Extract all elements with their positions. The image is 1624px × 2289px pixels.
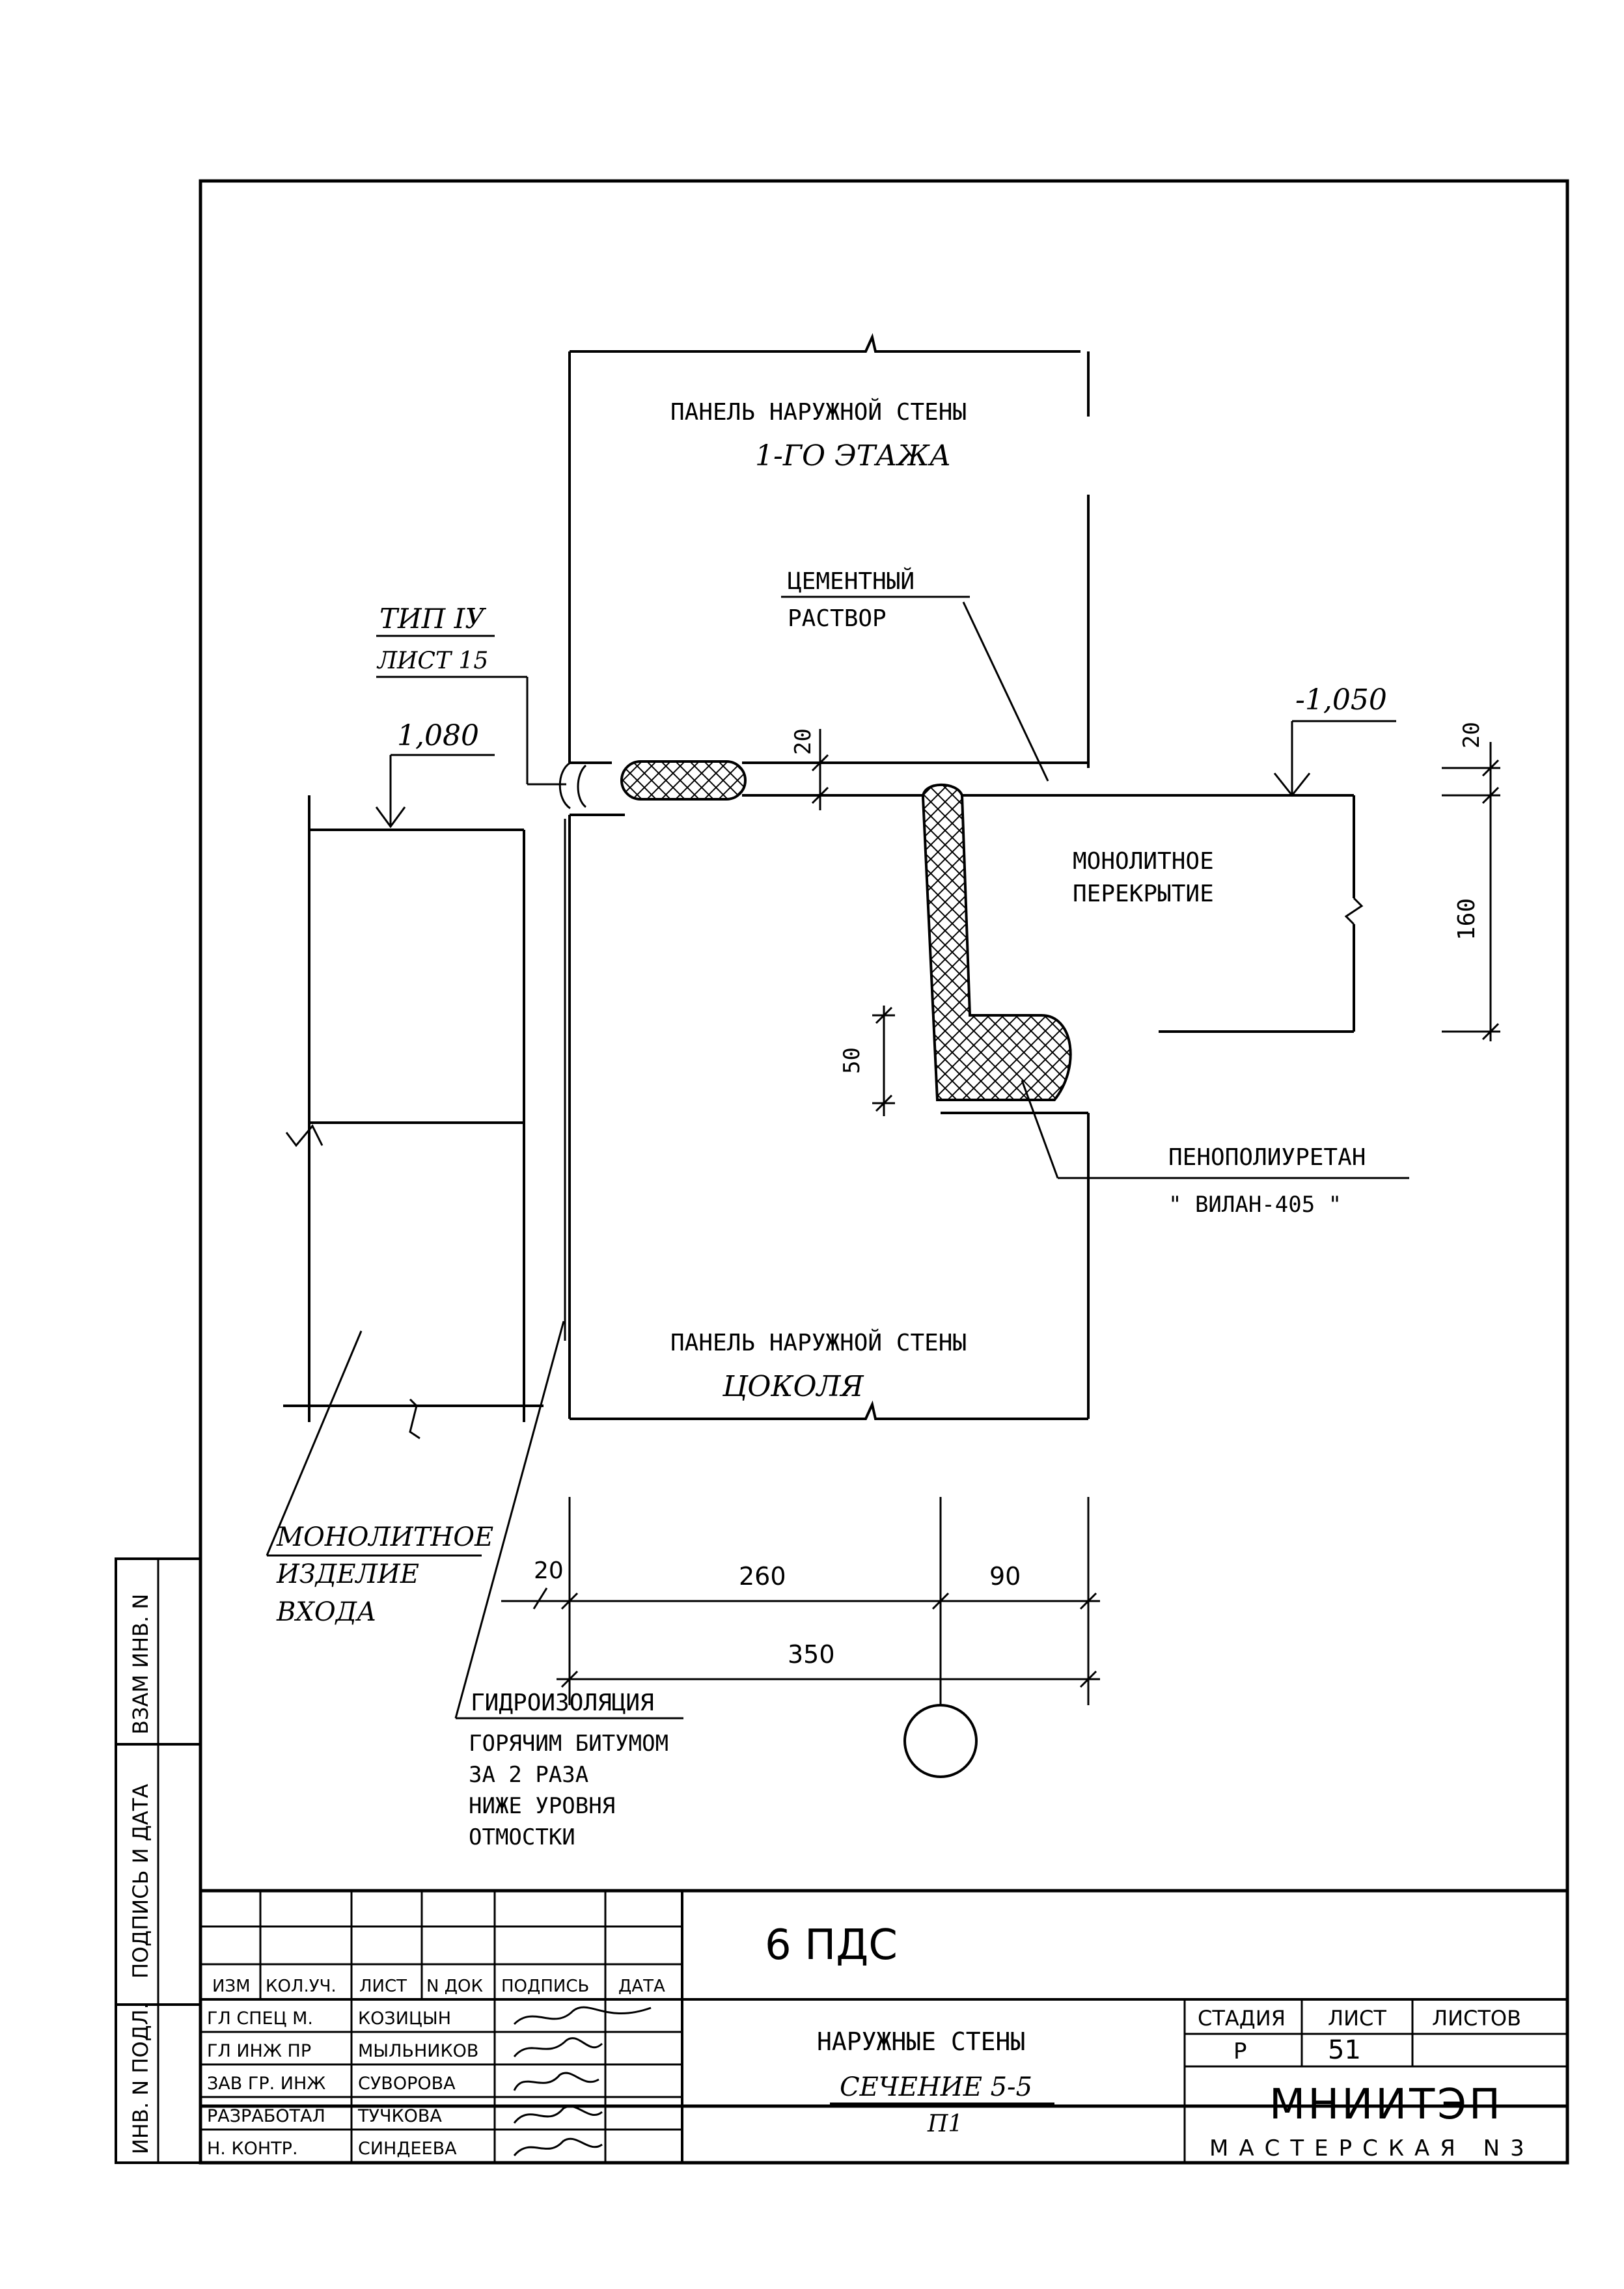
level-left: 1,080 xyxy=(397,719,479,752)
type-ref-label: ТИП IУ xyxy=(379,603,486,635)
level-right: -1,050 xyxy=(1295,683,1387,717)
col-list: ЛИСТ xyxy=(359,1977,407,1996)
sheet-title-3: П1 xyxy=(927,2111,963,2137)
col-data: ДАТА xyxy=(618,1977,665,1996)
panel-upper-label: ПАНЕЛЬ НАРУЖНОЙ СТЕНЫ xyxy=(670,398,967,426)
staff-role: РАЗРАБОТАЛ xyxy=(207,2106,325,2126)
slab-label-1: МОНОЛИТНОЕ xyxy=(1073,848,1214,875)
upper-wall-panel xyxy=(568,333,1090,768)
stamp-vzam-inv: ВЗАМ ИНВ. N xyxy=(128,1594,153,1734)
stamp-inv-podl: ИНВ. N ПОДЛ. xyxy=(128,2003,153,2154)
dim-20: 20 xyxy=(534,1557,564,1584)
dim-gap-top: 20 xyxy=(790,728,816,755)
dim-260: 260 xyxy=(739,1562,786,1591)
entrance-label-3: ВХОДА xyxy=(276,1597,376,1627)
panel-lower-label: ПАНЕЛЬ НАРУЖНОЙ СТЕНЫ xyxy=(670,1329,967,1356)
col-podpis: ПОДПИСЬ xyxy=(501,1977,589,1996)
staff-name: СИНДЕЕВА xyxy=(358,2139,457,2159)
side-stamp-column xyxy=(115,1557,202,2164)
entrance-label-2: ИЗДЕЛИЕ xyxy=(276,1559,419,1589)
sheet-title-1: НАРУЖНЫЕ СТЕНЫ xyxy=(817,2027,1025,2056)
waterproof-label-3: ЗА 2 РАЗА xyxy=(469,1762,588,1788)
sheets-label: ЛИСТОВ xyxy=(1432,2006,1521,2031)
col-izm: ИЗМ xyxy=(212,1977,251,1996)
foam-label-1: ПЕНОПОЛИУРЕТАН xyxy=(1168,1144,1366,1171)
dim-gap-right: 20 xyxy=(1459,722,1485,748)
entrance-unit xyxy=(283,795,544,1440)
monolithic-slab xyxy=(962,794,1364,1033)
type-ref-sheet-label: ЛИСТ 15 xyxy=(376,648,488,674)
sealant-bead xyxy=(620,760,747,801)
panel-upper-floor-label: 1-ГО ЭТАЖА xyxy=(755,439,951,473)
slab-label-2: ПЕРЕКРЫТИЕ xyxy=(1073,881,1214,907)
organization: МНИИТЭП xyxy=(1269,2081,1503,2129)
dim-350: 350 xyxy=(788,1640,835,1669)
col-n-dok: N ДОК xyxy=(426,1977,483,1996)
sheet-title-2: СЕЧЕНИЕ 5-5 xyxy=(840,2072,1032,2102)
title-block xyxy=(199,1889,1569,2165)
stamp-signature-date: ПОДПИСЬ И ДАТА xyxy=(128,1784,153,1979)
mortar-label-1: ЦЕМЕНТНЫЙ xyxy=(788,568,915,595)
staff-name: ТУЧКОВА xyxy=(357,2106,442,2126)
waterproof-label-4: НИЖЕ УРОВНЯ xyxy=(469,1793,615,1819)
waterproof-label-5: ОТМОСТКИ xyxy=(469,1824,575,1850)
sheet-label: ЛИСТ xyxy=(1328,2006,1386,2031)
project-code: 6 ПДС xyxy=(765,1921,898,1969)
staff-role: ГЛ СПЕЦ М. xyxy=(207,2008,313,2029)
sheet-frame xyxy=(199,179,1569,2108)
signatures xyxy=(513,2006,652,2156)
staff-role: Н. КОНТР. xyxy=(207,2139,298,2159)
foam-insulation xyxy=(921,783,1072,1101)
mortar-label-2: РАСТВОР xyxy=(788,605,887,632)
staff-name: СУВОРОВА xyxy=(358,2074,456,2094)
waterproof-label-2: ГОРЯЧИМ БИТУМОМ xyxy=(469,1731,668,1757)
dimension-chain xyxy=(501,1497,1100,1705)
col-kol-uch: КОЛ.УЧ. xyxy=(266,1977,337,1996)
staff-role: ГЛ ИНЖ ПР xyxy=(207,2041,311,2061)
waterproof-label-1: ГИДРОИЗОЛЯЦИЯ xyxy=(471,1690,654,1716)
dim-slab-height: 160 xyxy=(1453,898,1480,940)
lower-wall-panel xyxy=(568,794,1090,1420)
panel-lower-plinth-label: ЦОКОЛЯ xyxy=(722,1370,864,1403)
dim-overlap: 50 xyxy=(839,1047,865,1074)
dim-90: 90 xyxy=(989,1562,1021,1591)
staff-role: ЗАВ ГР. ИНЖ xyxy=(207,2074,325,2094)
sheet-value: 51 xyxy=(1328,2035,1361,2065)
stage-value: Р xyxy=(1233,2038,1247,2064)
workshop: МАСТЕРСКАЯ N3 xyxy=(1209,2135,1535,2161)
foam-label-2: " ВИЛАН-405 " xyxy=(1168,1192,1342,1218)
staff-name: МЫЛЬНИКОВ xyxy=(358,2041,478,2061)
section-marker xyxy=(903,1704,978,1778)
stage-label: СТАДИЯ xyxy=(1198,2006,1286,2031)
staff-name: КОЗИЦЫН xyxy=(358,2008,451,2029)
entrance-label-1: МОНОЛИТНОЕ xyxy=(276,1522,493,1552)
